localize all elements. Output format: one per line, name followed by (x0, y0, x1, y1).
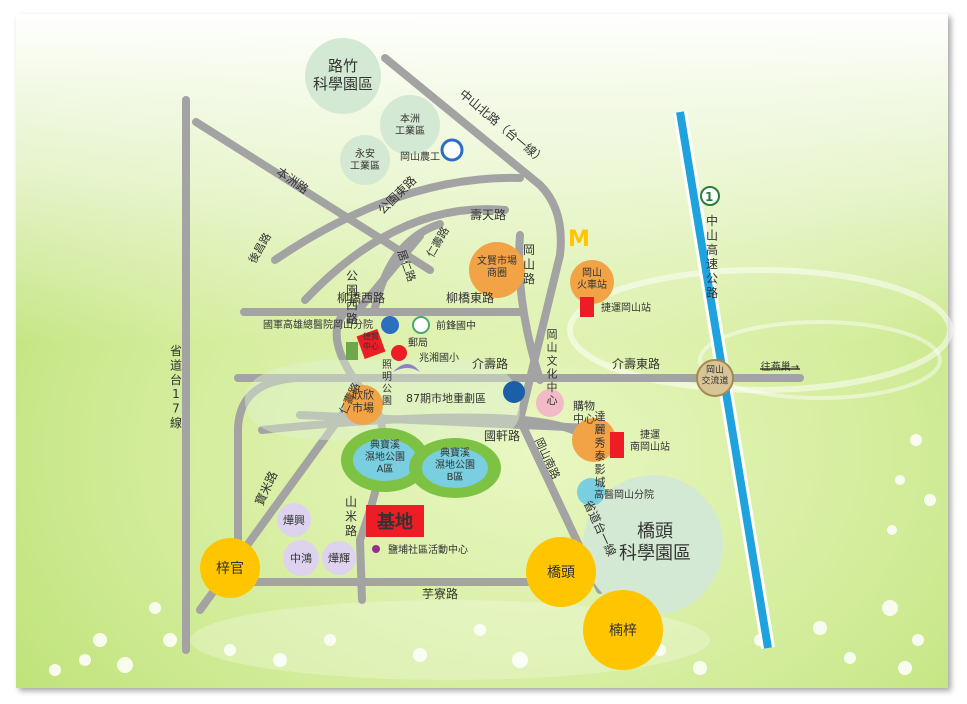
culture-center-circle (536, 389, 564, 417)
community-center-dot (372, 545, 380, 553)
label-places-zhonghong: 中鴻 (290, 551, 312, 565)
hospital-icon (381, 316, 399, 334)
wetland-b-water (422, 448, 488, 488)
label-places-military-hospital: 國軍高雄總醫院岡山分院 (263, 318, 373, 331)
label-places-ziguan: 梓官 (216, 561, 244, 577)
label-places-kaohsiung-medical: 高醫岡山分院 (594, 488, 654, 501)
yongan-industrial-circle (340, 135, 390, 185)
flower-decoration (49, 434, 936, 676)
label-places-nanzi: 楠梓 (609, 623, 637, 639)
label-roads-liu-qiao-xi: 柳橋西路 (337, 290, 385, 305)
qiaotou-circle (526, 537, 596, 607)
label-places-mrt-nangangshan: 捷運南岡山站 (630, 428, 670, 453)
label-roads-gangshan: 岡山路 (523, 243, 535, 286)
label-places-huahui: 燁輝 (328, 552, 350, 565)
ziguan-circle (200, 538, 260, 598)
label-places-to-yanchao: 往燕巢→ (761, 360, 799, 373)
interchange-circle (696, 359, 734, 397)
school-icon (412, 316, 430, 334)
zhonghong-circle (283, 540, 319, 576)
label-places-zhaoxiang-school: 兆湘國小 (419, 351, 459, 364)
label-places-qiaotou: 橋頭 (547, 565, 575, 581)
kaohsiung-medical-circle (577, 478, 605, 506)
label-roads-shan-mi: 山米路 (345, 495, 357, 538)
luzhu-science-park-circle (305, 38, 381, 114)
cinema-circle (572, 418, 616, 462)
label-places-wenxian-market: 文賢市場商圈 (477, 254, 517, 279)
label-roads-jieshou-dong: 介壽東路 (612, 356, 660, 371)
label-places-zhao-ming-park: 照明公園 (382, 359, 392, 407)
duty-center-badge (356, 328, 386, 360)
label-places-redevelopment: 87期市地重劃區 (406, 391, 486, 405)
benzhou-industrial-circle (380, 95, 440, 155)
seven-eleven-icon (346, 342, 358, 360)
label-industrial-benzhou: 本洲工業區 (395, 112, 425, 137)
label-industrial-yongan: 永安工業區 (350, 147, 380, 172)
huahui-circle (322, 541, 356, 575)
label-industrial-school-agri: 岡山農工 (400, 150, 440, 163)
agri-school-icon (440, 138, 464, 162)
label-roads-liu-qiao-dong: 柳橋東路 (446, 290, 494, 305)
huaxing-circle (277, 503, 311, 537)
redevelopment-zone (245, 360, 520, 440)
post-office-icon (391, 345, 407, 361)
mrt-nangangshan-marker (610, 432, 624, 458)
label-places-mrt-gangshan: 捷運岡山站 (601, 301, 651, 314)
site-marker (366, 505, 424, 537)
label-places-qianfeng-school: 前鋒國中 (436, 319, 476, 332)
label-roads-guo-xuan: 國軒路 (484, 428, 520, 443)
label-places-shopping-center: 購物中心 (573, 398, 595, 425)
label-places-huaxing: 燁興 (283, 514, 305, 527)
label-roads-shou-tian: 壽天路 (470, 207, 506, 222)
mcdonalds-icon: M (568, 227, 590, 252)
train-station-circle (570, 260, 614, 304)
label-roads-jieshou: 介壽路 (472, 356, 508, 371)
label-places-culture-center: 岡山文化中心 (547, 328, 558, 407)
sinopac-icon (503, 381, 525, 403)
label-roads-yu-liao: 芋寮路 (422, 586, 458, 601)
wenxian-market-circle (469, 242, 525, 298)
label-science-parks-luzhu: 路竹科學園區 (313, 57, 373, 93)
label-roads-gong-yuan-xi: 公園西路 (346, 269, 358, 326)
nanzi-circle (583, 590, 663, 670)
wetland-a-water (353, 439, 417, 481)
label-places-community-center: 鹽埔社區活動中心 (388, 543, 468, 556)
highway-shield-icon (700, 186, 720, 206)
mrt-gangshan-marker (580, 297, 594, 317)
xinxin-market-circle (343, 385, 383, 425)
label-places-post-office: 郵局 (408, 337, 428, 349)
label-roads-gao-su: 中山高速公路 (706, 213, 718, 300)
school-emblem-icon (393, 364, 420, 372)
road-network (182, 54, 804, 654)
label-places-duty-center: 德賢中心 (363, 331, 379, 351)
label-places-interchange: 岡山交流道 (701, 365, 728, 387)
label-places-dayuan-cinema: 達麗秀泰影城 (595, 410, 606, 489)
label-science-parks-qiaotou: 橋頭科學園區 (619, 521, 691, 564)
highway-shield-number: 1 (705, 190, 713, 204)
qiaotou-science-park-circle (583, 475, 723, 615)
label-places-train-station: 岡山火車站 (577, 267, 607, 291)
label-places-site: 基地 (376, 511, 413, 533)
label-places-xinxin-market: 欣欣市場 (352, 387, 374, 414)
